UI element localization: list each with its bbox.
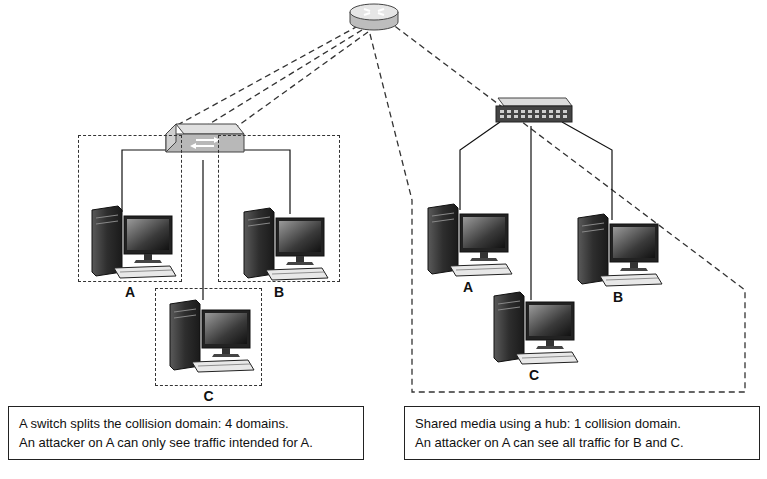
computer-label: C <box>490 367 578 383</box>
caption-text: An attacker on A can see all traffic for… <box>415 433 749 452</box>
switch-symbol <box>166 124 244 152</box>
collision-domain: B <box>218 135 340 282</box>
caption-text: A switch splits the collision domain: 4 … <box>19 414 353 433</box>
wires <box>122 122 612 300</box>
caption-text: An attacker on A can only see traffic in… <box>19 433 353 452</box>
collision-domain: A <box>78 135 182 282</box>
caption-text: Shared media using a hub: 1 collision do… <box>415 414 749 433</box>
computer-label: B <box>574 289 662 305</box>
caption-box: A switch splits the collision domain: 4 … <box>8 406 364 460</box>
caption-box: Shared media using a hub: 1 collision do… <box>404 406 760 460</box>
collision-domain: C <box>155 288 262 386</box>
computer: A <box>424 204 512 276</box>
computer-label: A <box>424 279 512 295</box>
computer: C <box>490 292 578 364</box>
computer-label: C <box>156 388 261 404</box>
computer-label: A <box>79 284 181 300</box>
computer: B <box>574 214 662 286</box>
router-symbol <box>350 4 398 30</box>
uplink-dashes <box>172 24 745 392</box>
hub-symbol <box>496 98 572 122</box>
computer-label: B <box>219 284 339 300</box>
